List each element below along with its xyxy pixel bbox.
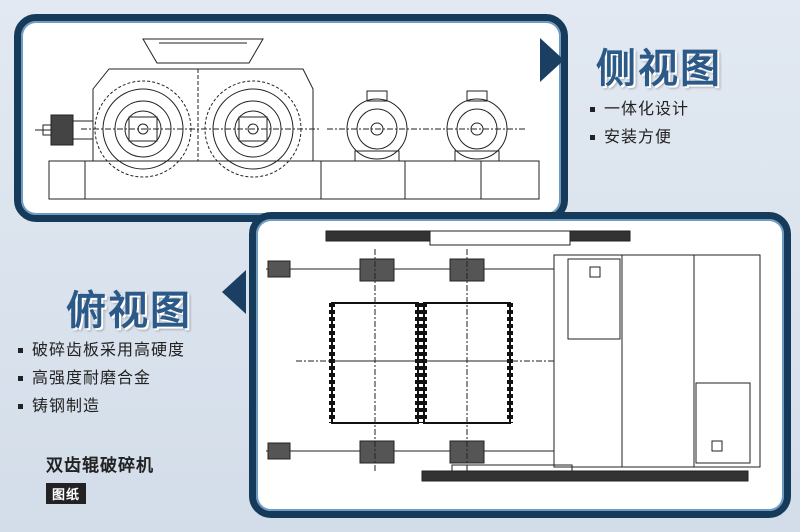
- feature-item: 一体化设计: [590, 95, 689, 123]
- drawing-label-badge: 图纸: [46, 483, 87, 504]
- motor-right: [446, 90, 508, 162]
- motor-bottom: [695, 382, 751, 464]
- top-view-pointer-arrow: [222, 270, 246, 314]
- top-view-drawing: [266, 230, 761, 482]
- product-name: 双齿辊破碎机: [46, 456, 154, 476]
- bottom-rail: [421, 470, 749, 482]
- side-view-pointer-arrow: [540, 38, 564, 82]
- side-view-panel: [14, 14, 568, 222]
- feature-item: 高强度耐磨合金: [18, 364, 185, 392]
- side-view-drawing: [35, 38, 540, 200]
- top-view-title: 俯视图: [66, 288, 192, 334]
- feature-item: 安装方便: [590, 123, 689, 151]
- top-view-feature-list: 破碎齿板采用高硬度 高强度耐磨合金 铸钢制造: [18, 336, 185, 420]
- side-view-feature-list: 一体化设计 安装方便: [590, 95, 689, 151]
- left-coupling: [35, 114, 94, 146]
- top-rail-right: [569, 230, 631, 242]
- feature-item: 破碎齿板采用高硬度: [18, 336, 185, 364]
- bearing-top-left: [359, 258, 395, 282]
- bearing-bottom-left: [359, 440, 395, 464]
- feature-item: 铸钢制造: [18, 392, 185, 420]
- top-rail-middle: [429, 230, 571, 246]
- side-view-title: 侧视图: [596, 46, 722, 92]
- motor-compartment: [553, 254, 761, 468]
- top-view-panel: [249, 212, 791, 518]
- coupling-top: [267, 260, 291, 278]
- motor-top: [567, 258, 621, 340]
- crusher-housing: [92, 68, 314, 162]
- coupling-bottom: [267, 442, 291, 460]
- machine-base: [48, 160, 540, 200]
- hopper: [142, 38, 264, 64]
- top-rail-left: [325, 230, 431, 242]
- motor-left: [346, 90, 408, 162]
